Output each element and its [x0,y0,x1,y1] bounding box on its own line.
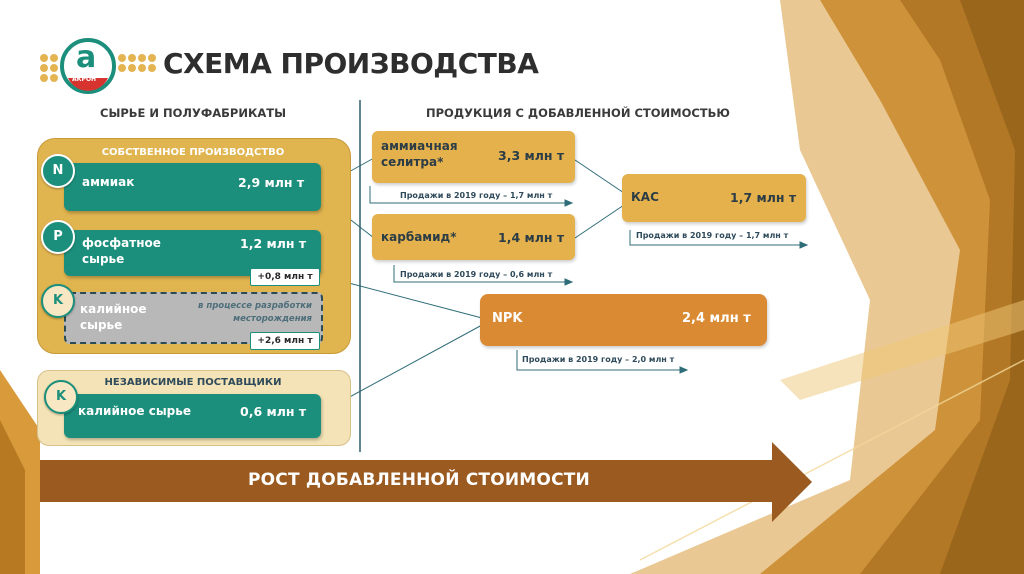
phosphate-name-line1: фосфатное [82,236,161,251]
logo-letter: а [76,40,96,75]
kas-box: КАС 1,7 млн т [622,174,806,222]
phosphate-name-line2: сырье [82,252,124,267]
own-production-label: СОБСТВЕННОЕ ПРОИЗВОДСТВО [37,147,349,158]
ammonium-nitrate-name-line1: аммиачная [381,139,458,154]
independent-potash-name: калийное сырье [78,404,191,419]
ammonium-nitrate-sales: Продажи в 2019 году – 1,7 млн т [400,191,552,200]
ammonia-box: аммиак 2,9 млн т [64,163,321,211]
independent-potash-box: калийное сырье 0,6 млн т [64,394,321,438]
kas-value: 1,7 млн т [730,190,796,205]
phosphate-value: 1,2 млн т [240,236,306,251]
badge-k-independent: K [44,380,78,414]
npk-box: NPK 2,4 млн т [480,294,767,346]
npk-name: NPK [492,311,522,326]
badge-p: P [41,220,75,254]
independent-potash-value: 0,6 млн т [240,404,306,419]
value-growth-arrow-label: РОСТ ДОБАВЛЕННОЙ СТОИМОСТИ [248,470,590,490]
page-title: СХЕМА ПРОИЗВОДСТВА [163,47,538,80]
ammonia-value: 2,9 млн т [238,175,304,190]
ammonium-nitrate-value: 3,3 млн т [498,148,564,163]
urea-name: карбамид* [381,230,457,245]
ammonia-name: аммиак [82,175,134,190]
potash-dev-note-line1: в процессе разработки [178,300,312,312]
potash-plus: +2,6 млн т [250,332,320,350]
npk-value: 2,4 млн т [682,311,751,326]
ammonium-nitrate-name-line2: селитра* [381,155,443,170]
urea-value: 1,4 млн т [498,230,564,245]
potash-dev-name-line2: сырье [80,318,122,333]
phosphate-plus: +0,8 млн т [250,268,320,286]
left-section-header: СЫРЬЕ И ПОЛУФАБРИКАТЫ [100,106,286,120]
npk-sales: Продажи в 2019 году – 2,0 млн т [522,355,674,364]
potash-dev-note-line2: месторождения [178,313,312,325]
badge-k-own: K [41,284,75,318]
urea-box: карбамид* 1,4 млн т [372,214,575,260]
ammonium-nitrate-box: аммиачная селитра* 3,3 млн т [372,131,575,183]
badge-n: N [41,154,75,188]
logo-text: АКРОН [72,76,96,83]
right-section-header: ПРОДУКЦИЯ С ДОБАВЛЕННОЙ СТОИМОСТЬЮ [426,106,730,120]
independent-suppliers-label: НЕЗАВИСИМЫЕ ПОСТАВЩИКИ [37,377,349,388]
urea-sales: Продажи в 2019 году – 0,6 млн т [400,270,552,279]
company-logo: а АКРОН [38,36,156,96]
potash-dev-name-line1: калийное [80,302,147,317]
logo-graphic [38,36,156,96]
kas-sales: Продажи в 2019 году – 1,7 млн т [636,231,788,240]
kas-name: КАС [631,190,659,205]
